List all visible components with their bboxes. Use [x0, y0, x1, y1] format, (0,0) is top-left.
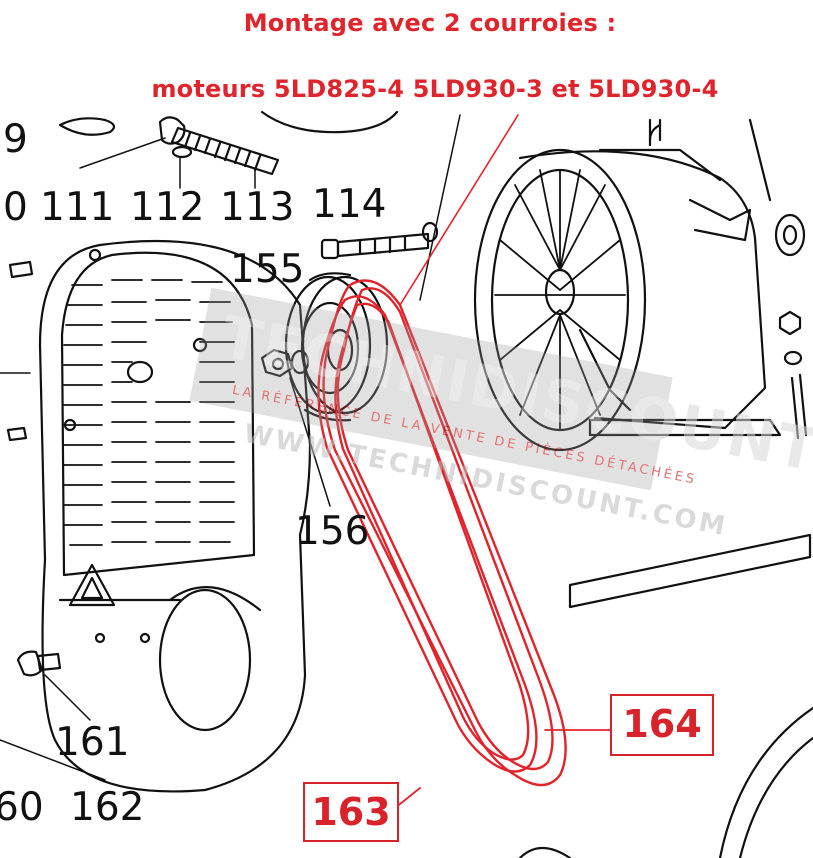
label-114: 114	[312, 182, 387, 227]
leader-162	[0, 739, 106, 781]
label-113: 113	[220, 185, 295, 230]
partial-gear-bottom-right	[718, 706, 813, 858]
diagram-subtitle: moteurs 5LD825-4 5LD930-3 et 5LD930-4	[151, 75, 719, 103]
belt-inner	[317, 295, 538, 773]
leader-163	[394, 787, 421, 809]
partial-part-top-middle	[260, 110, 399, 134]
belt-leader-top	[399, 114, 519, 306]
partial-part-top-left	[58, 117, 116, 136]
label-111: 111	[40, 185, 115, 230]
callout-164: 164	[610, 694, 714, 756]
support-bar	[568, 533, 812, 609]
bolt-113	[158, 116, 280, 176]
belt-guard-cover	[38, 239, 312, 793]
label-156: 156	[295, 509, 370, 554]
nut-155	[260, 348, 310, 378]
cylinder-head	[473, 118, 782, 452]
bolt-161	[16, 650, 62, 677]
engine-base	[588, 418, 782, 437]
label-partial-left: 0	[3, 185, 28, 230]
bolt-114	[320, 221, 439, 260]
label-112: 112	[130, 185, 205, 230]
label-162: 162	[70, 785, 145, 830]
v-belts-highlighted	[317, 114, 611, 809]
label-partial-bottom: 60	[0, 785, 44, 830]
diagram-title: Montage avec 2 courroies :	[243, 9, 617, 37]
label-161: 161	[55, 720, 130, 765]
leader-161	[44, 674, 91, 721]
belt-outer	[322, 279, 567, 787]
label-155: 155	[230, 247, 305, 292]
watermark: TECHNIDISCOUNT LA RÉFÉRENCE DE LA VENTE …	[189, 287, 813, 542]
right-side-parts	[658, 118, 808, 440]
callout-163: 163	[303, 782, 399, 842]
label-partial-top: 9	[3, 117, 28, 162]
leader-111	[79, 137, 166, 169]
leader-pointer-top	[419, 114, 461, 301]
